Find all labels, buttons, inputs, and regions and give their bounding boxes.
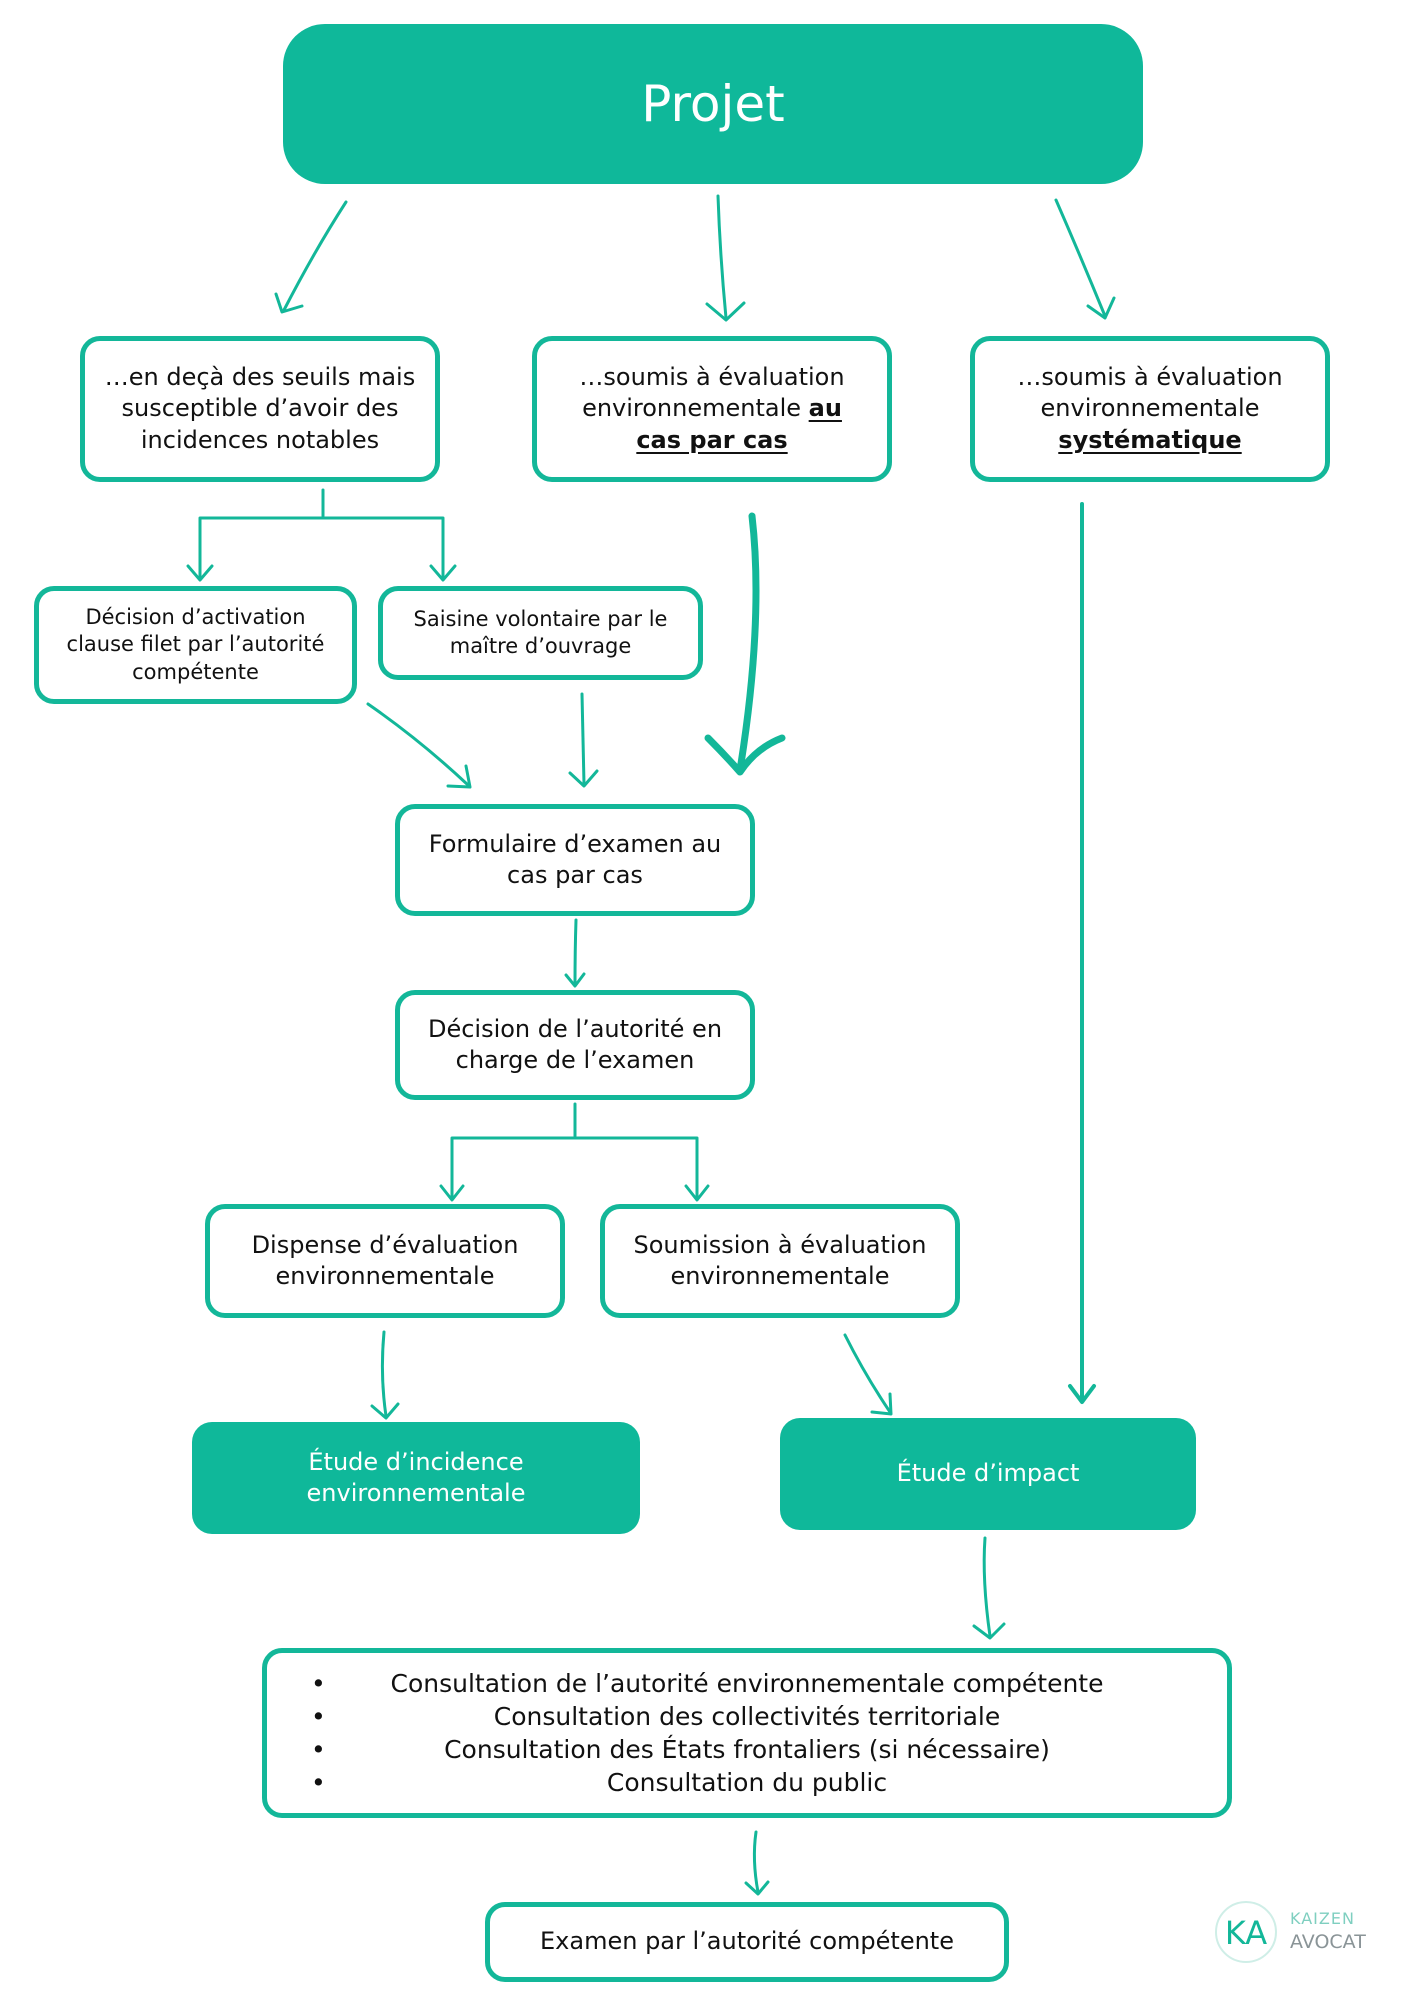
node-soumission-label: Soumission à évaluation environnementale — [633, 1230, 927, 1290]
arrow-soumission-to-impact — [843, 1333, 892, 1414]
arrowhead-saisine — [429, 564, 457, 582]
arrowhead-cas-par-cas-to-formulaire — [704, 734, 786, 776]
arrowhead-saisine-to-formulaire — [568, 769, 599, 788]
node-projet-label: Projet — [641, 74, 785, 133]
arrow-projet-to-cas-par-cas — [716, 194, 728, 320]
node-formulaire: Formulaire d’examen au cas par cas — [395, 804, 755, 916]
list-item: • Consultation des collectivités territor… — [287, 1700, 1207, 1733]
kaizen-avocat-logo: KA KAIZEN AVOCAT — [1212, 1892, 1382, 1972]
arrowhead-dispense-to-incidence — [370, 1402, 400, 1420]
consultation-item-label: Consultation des collectivités territori… — [493, 1702, 1001, 1731]
node-examen: Examen par l’autorité compétente — [485, 1902, 1009, 1982]
arrowhead-clause-filet-to-formulaire — [446, 764, 472, 789]
node-cas-par-cas-label: …soumis à évaluation environnementale au… — [561, 362, 863, 456]
arrowhead-projet-to-systematique — [1086, 296, 1116, 320]
node-examen-label: Examen par l’autorité compétente — [540, 1927, 954, 1956]
list-item: • Consultation des États frontaliers (si … — [287, 1733, 1207, 1766]
node-saisine: Saisine volontaire par le maître d’ouvra… — [378, 586, 703, 680]
bullet-icon: • — [311, 1669, 326, 1698]
node-dispense: Dispense d’évaluation environnementale — [205, 1204, 565, 1318]
consultation-item-label: Consultation des États frontaliers (si n… — [444, 1735, 1050, 1764]
arrow-projet-to-seuils — [282, 200, 348, 312]
node-etude-incidence-label: Étude d’incidence environnementale — [306, 1447, 526, 1507]
arrowhead-clause-filet — [186, 564, 214, 582]
node-seuils: …en deçà des seuils mais susceptible d’a… — [80, 336, 440, 482]
node-saisine-label: Saisine volontaire par le maître d’ouvra… — [413, 606, 668, 658]
arrow-seuils-branch — [198, 488, 445, 580]
arrowhead-soumission-to-impact — [870, 1392, 893, 1416]
arrow-saisine-to-formulaire — [580, 692, 586, 786]
node-cas-par-cas-underlined: au cas par cas — [636, 394, 842, 454]
node-systematique: …soumis à évaluation environnementale sy… — [970, 336, 1330, 482]
node-clause-filet-label: Décision d’activation clause filet par l… — [66, 605, 325, 684]
node-decision-label: Décision de l’autorité en charge de l’ex… — [427, 1014, 723, 1074]
node-formulaire-label: Formulaire d’examen au cas par cas — [428, 829, 722, 889]
arrow-consultations-to-examen — [752, 1830, 760, 1894]
consultation-item-label: Consultation de l’autorité environnement… — [390, 1669, 1104, 1698]
consultation-item-label: Consultation du public — [606, 1768, 888, 1797]
logo-line2: AVOCAT — [1290, 1931, 1366, 1953]
bullet-icon: • — [311, 1735, 326, 1764]
arrowhead-impact-to-consultations — [972, 1622, 1006, 1640]
arrowhead-formulaire-to-decision — [564, 972, 586, 988]
node-cas-par-cas-prefix: …soumis à évaluation environnementale — [579, 363, 845, 423]
list-item: • Consultation du public — [287, 1766, 1207, 1799]
node-seuils-label: …en deçà des seuils mais susceptible d’a… — [104, 363, 416, 454]
arrow-clause-filet-to-formulaire — [366, 702, 470, 787]
node-etude-impact: Étude d’impact — [780, 1418, 1196, 1530]
arrowhead-projet-to-seuils — [274, 292, 304, 314]
arrow-cas-par-cas-to-formulaire — [736, 512, 760, 774]
logo-line1: KAIZEN — [1290, 1909, 1355, 1928]
bullet-icon: • — [311, 1768, 326, 1797]
node-cas-par-cas: …soumis à évaluation environnementale au… — [532, 336, 892, 482]
node-projet: Projet — [283, 24, 1143, 184]
node-systematique-underlined: systématique — [1058, 425, 1242, 454]
arrowhead-projet-to-cas-par-cas — [705, 301, 746, 322]
node-systematique-prefix: …soumis à évaluation environnementale — [1017, 363, 1283, 423]
list-item: • Consultation de l’autorité environnemen… — [287, 1667, 1207, 1700]
node-consultations: • Consultation de l’autorité environnemen… — [262, 1648, 1232, 1818]
node-etude-incidence: Étude d’incidence environnementale — [192, 1422, 640, 1534]
consultations-list: • Consultation de l’autorité environnemen… — [287, 1667, 1207, 1799]
arrowhead-consultations-to-examen — [744, 1880, 770, 1896]
arrow-projet-to-systematique — [1054, 198, 1107, 318]
arrow-impact-to-consultations — [982, 1536, 992, 1638]
node-etude-impact-label: Étude d’impact — [896, 1459, 1080, 1488]
arrow-decision-branch — [450, 1102, 699, 1200]
node-soumission: Soumission à évaluation environnementale — [600, 1204, 960, 1318]
bullet-icon: • — [311, 1702, 326, 1731]
arrow-formulaire-to-decision — [573, 918, 578, 987]
arrow-dispense-to-incidence — [380, 1330, 388, 1418]
node-clause-filet: Décision d’activation clause filet par l… — [34, 586, 357, 704]
arrowhead-systematique-to-impact — [1068, 1384, 1096, 1404]
logo-mark-text: KA — [1225, 1914, 1267, 1952]
arrowhead-soumission — [684, 1184, 710, 1202]
arrowhead-dispense — [439, 1184, 465, 1202]
node-dispense-label: Dispense d’évaluation environnementale — [251, 1230, 519, 1290]
logo-mark-icon: KA KAIZEN AVOCAT — [1215, 1901, 1366, 1963]
node-decision: Décision de l’autorité en charge de l’ex… — [395, 990, 755, 1100]
